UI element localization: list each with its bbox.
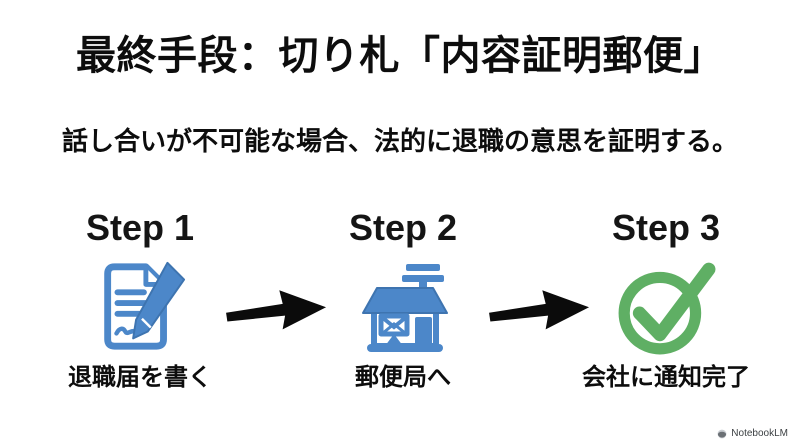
step-3-label: Step 3 (611, 207, 721, 248)
step-1-column: Step 1 退職届を書く (40, 208, 240, 392)
step-3-column: Step 3 会社に通知完了 (566, 208, 766, 392)
check-circle-icon (611, 256, 721, 356)
step-2-label: Step 2 (348, 207, 458, 248)
arrow-right-icon (489, 290, 590, 330)
post-office-building-icon (348, 256, 458, 356)
slide-title: 最終手段：切り札「内容証明郵便」 (76, 34, 724, 78)
step-2-column: Step 2 (303, 208, 503, 392)
resignation-letter-pen-icon (85, 256, 195, 356)
step-3-caption: 会社に通知完了 (582, 364, 750, 391)
step-1-caption: 退職届を書く (68, 364, 212, 391)
notebooklm-logo-icon (717, 429, 727, 438)
steps-row: Step 1 退職届を書く Step 2 (0, 208, 800, 392)
arrow-right-icon (226, 290, 327, 330)
step-2-caption: 郵便局へ (355, 364, 451, 391)
footer-brand-label: NotebookLM (731, 428, 788, 439)
slide-subtitle: 話し合いが不可能な場合、法的に退職の意思を証明する。 (61, 126, 738, 156)
footer-brand: NotebookLM (717, 428, 788, 439)
step-1-label: Step 1 (85, 207, 195, 248)
